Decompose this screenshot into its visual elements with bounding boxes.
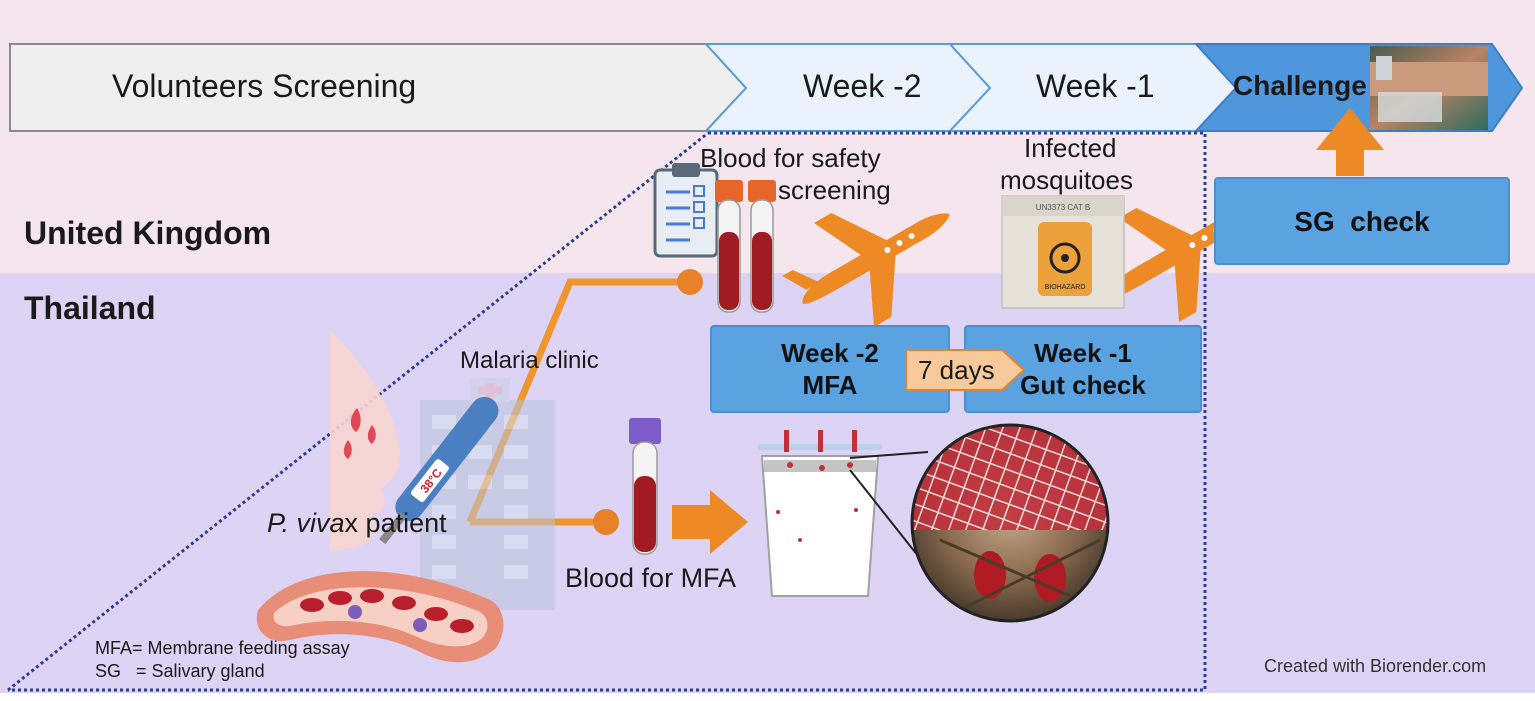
thailand-dotted-border xyxy=(8,131,1207,692)
seven-days-label: 7 days xyxy=(918,355,995,385)
infected-mosquitoes-label-line1: Infected xyxy=(1024,133,1117,163)
bag-top-label: UN3373 CAT B xyxy=(1036,203,1090,212)
challenge-up-arrow xyxy=(1316,108,1384,176)
seven-days-arrow xyxy=(905,349,1026,391)
week2-mfa-line2: MFA xyxy=(802,370,858,400)
timeline-screening-label: Volunteers Screening xyxy=(112,68,417,104)
airplane-icon xyxy=(782,213,950,327)
week2-mfa-box: Week -2 MFA xyxy=(710,325,950,413)
patient-label-rest: x patient xyxy=(344,508,447,538)
mosquito-closeup-photo xyxy=(912,425,1108,621)
sg-check-label: SG check xyxy=(1294,205,1430,237)
patient-label-italic: P. viva xyxy=(267,508,345,538)
week1-gut-line2: Gut check xyxy=(1020,370,1146,400)
mfa-arrow-icon xyxy=(672,490,748,554)
blood-vessel-icon xyxy=(256,571,504,663)
malaria-clinic-label: Malaria clinic xyxy=(460,347,599,374)
patient-face-icon xyxy=(330,330,400,552)
bottom-strip xyxy=(0,693,1535,701)
blood-safety-label-line2: screening xyxy=(778,175,891,205)
timeline-week2-label: Week -2 xyxy=(803,68,922,104)
blood-tube-icon xyxy=(629,418,661,555)
blood-safety-label-line1: Blood for safety xyxy=(700,143,881,173)
blood-tube-icon xyxy=(748,180,776,313)
timeline-challenge-label: Challenge xyxy=(1233,70,1367,101)
biorender-credit: Created with Biorender.com xyxy=(1264,656,1487,676)
timeline-week1-label: Week -1 xyxy=(1036,68,1155,104)
thermometer-icon: 38°C xyxy=(379,396,499,545)
blood-mfa-label: Blood for MFA xyxy=(565,563,737,593)
mosquito-feeder-icon xyxy=(758,430,882,597)
diagonal-divider xyxy=(7,131,709,692)
footnote-sg: SG = Salivary gland xyxy=(95,661,265,681)
biohazard-bag-icon: UN3373 CAT B BIOHAZARD xyxy=(1001,195,1125,309)
bag-label: BIOHAZARD xyxy=(1045,284,1086,291)
week2-mfa-line1: Week -2 xyxy=(781,337,879,368)
region-uk-label: United Kingdom xyxy=(24,215,272,251)
closeup-circle-border xyxy=(910,423,1110,623)
sg-check-box: SG check xyxy=(1214,177,1510,265)
infected-mosquitoes-label-line2: mosquitoes xyxy=(1000,165,1133,195)
region-thailand-label: Thailand xyxy=(24,290,156,326)
blood-tube-icon xyxy=(715,180,743,313)
zoom-line xyxy=(849,451,929,459)
patient-label: P. vivax patient xyxy=(267,508,447,539)
connector-mfa-dot xyxy=(593,509,619,535)
clipboard-icon xyxy=(653,163,719,258)
footnote-mfa: MFA= Membrane feeding assay xyxy=(95,638,350,658)
week1-gut-line1: Week -1 xyxy=(1034,337,1132,368)
challenge-photo xyxy=(1370,46,1488,130)
connector-safety-dot xyxy=(677,269,703,295)
